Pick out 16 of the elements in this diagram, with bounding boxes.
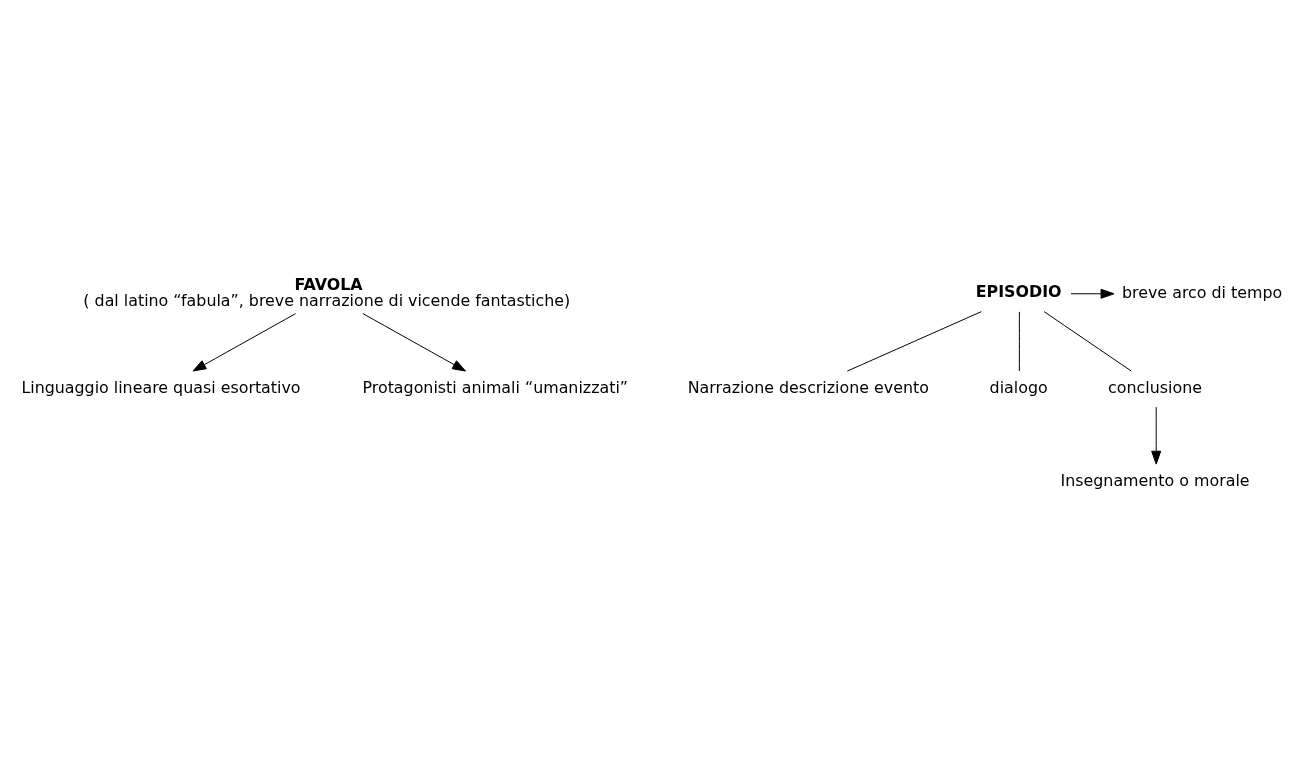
connector bbox=[846, 311, 982, 372]
arrow bbox=[1070, 288, 1115, 299]
node-text: conclusione bbox=[1108, 377, 1202, 397]
node-text: breve arco di tempo bbox=[1121, 282, 1283, 302]
node-text: Narrazione descrizione evento bbox=[687, 377, 929, 397]
node-text: Protagonisti animali “umanizzati” bbox=[362, 377, 629, 397]
arrow bbox=[1151, 406, 1162, 465]
arrow bbox=[192, 313, 297, 372]
node-text: Insegnamento o morale bbox=[1060, 470, 1250, 490]
node-text: FAVOLA ( dal latino “fabula”, breve narrazione di vicende fantastiche) bbox=[83, 274, 571, 310]
connector bbox=[1043, 311, 1132, 372]
node-text: Linguaggio lineare quasi esortativo bbox=[21, 377, 301, 397]
node-text: dialogo bbox=[989, 377, 1048, 397]
connector bbox=[1018, 311, 1020, 372]
node-text: EPISODIO bbox=[975, 281, 1062, 301]
arrow bbox=[362, 313, 467, 372]
